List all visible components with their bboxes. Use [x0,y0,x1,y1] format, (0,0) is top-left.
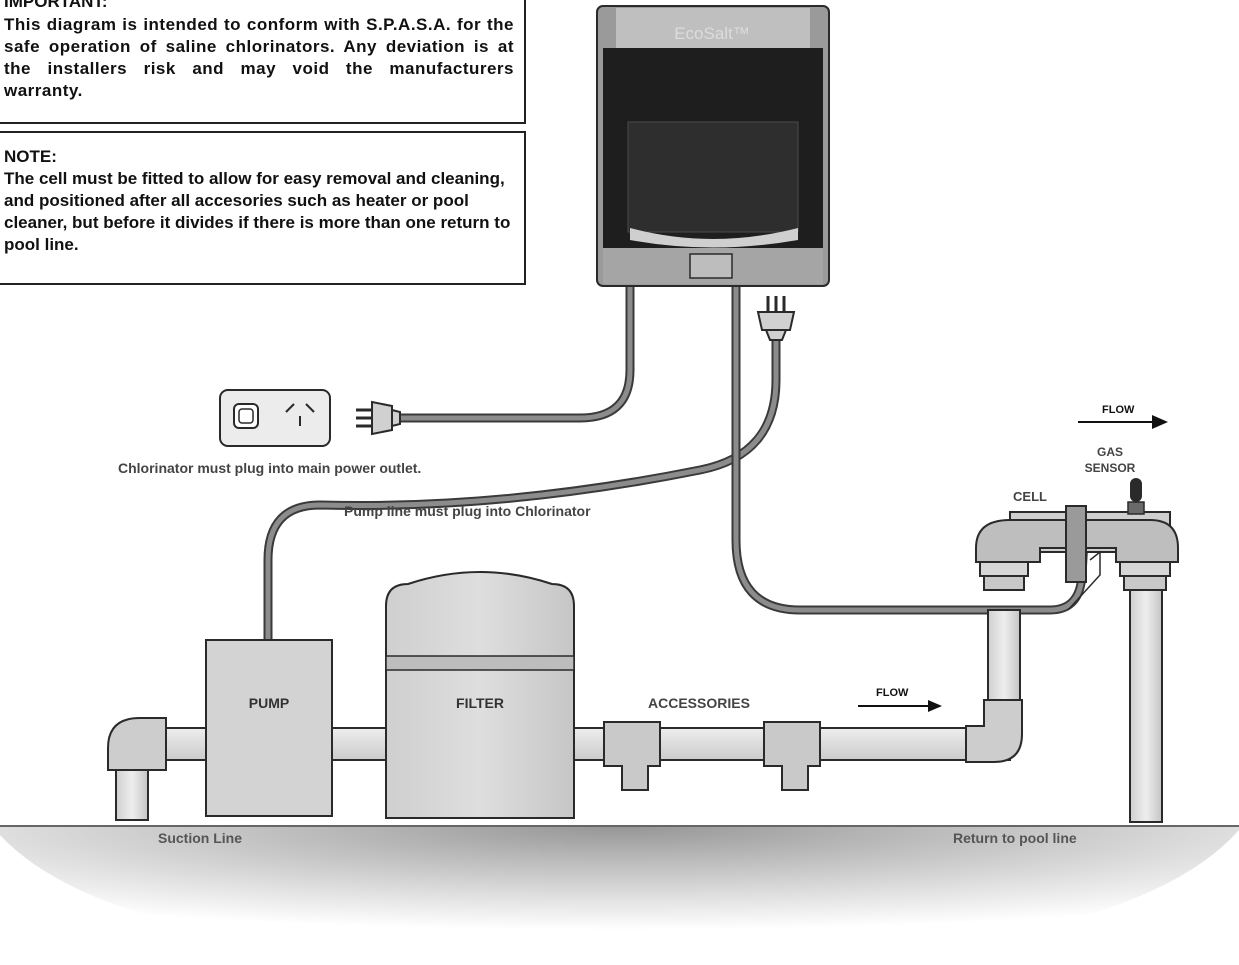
gas-sensor [1127,478,1145,515]
suction-line-label: Suction Line [158,830,242,846]
note-box: NOTE: The cell must be fitted to allow f… [0,131,526,285]
return-line-label: Return to pool line [953,830,1077,846]
chlorinator-unit: EcoSalt™ [596,5,830,287]
note-heading: NOTE: [4,147,57,166]
flow-arrow-lower [858,700,942,712]
pump-plug-icon [756,296,796,341]
ground [0,825,1239,965]
important-text: This diagram is intended to conform with… [4,15,514,100]
outlet-plug-icon [356,400,401,436]
filter-label: FILTER [456,695,504,711]
flow-label-upper: FLOW [1102,404,1135,416]
important-heading: IMPORTANT: [4,0,108,11]
flow-arrow-upper [1078,415,1168,429]
important-notice-box: IMPORTANT: This diagram is intended to c… [0,0,526,124]
pipework [107,589,1163,823]
accessories-label: ACCESSORIES [648,695,750,711]
power-cables [263,280,1089,645]
brand-logo: EcoSalt™ [674,24,750,43]
gas-sensor-label-line2: SENSOR [1085,461,1136,475]
pump: PUMP [205,639,333,817]
pump-line-caption: Pump line must plug into Chlorinator [344,503,591,519]
flow-label-lower: FLOW [876,687,909,699]
note-text: The cell must be fitted to allow for eas… [4,169,511,254]
filter: FILTER [385,571,575,819]
power-outlet [219,389,331,447]
outlet-caption: Chlorinator must plug into main power ou… [118,460,421,476]
pump-label: PUMP [249,695,289,711]
gas-sensor-label-line1: GAS [1097,445,1123,459]
chlorinator-cell [975,505,1179,611]
cell-label: CELL [1013,489,1047,504]
